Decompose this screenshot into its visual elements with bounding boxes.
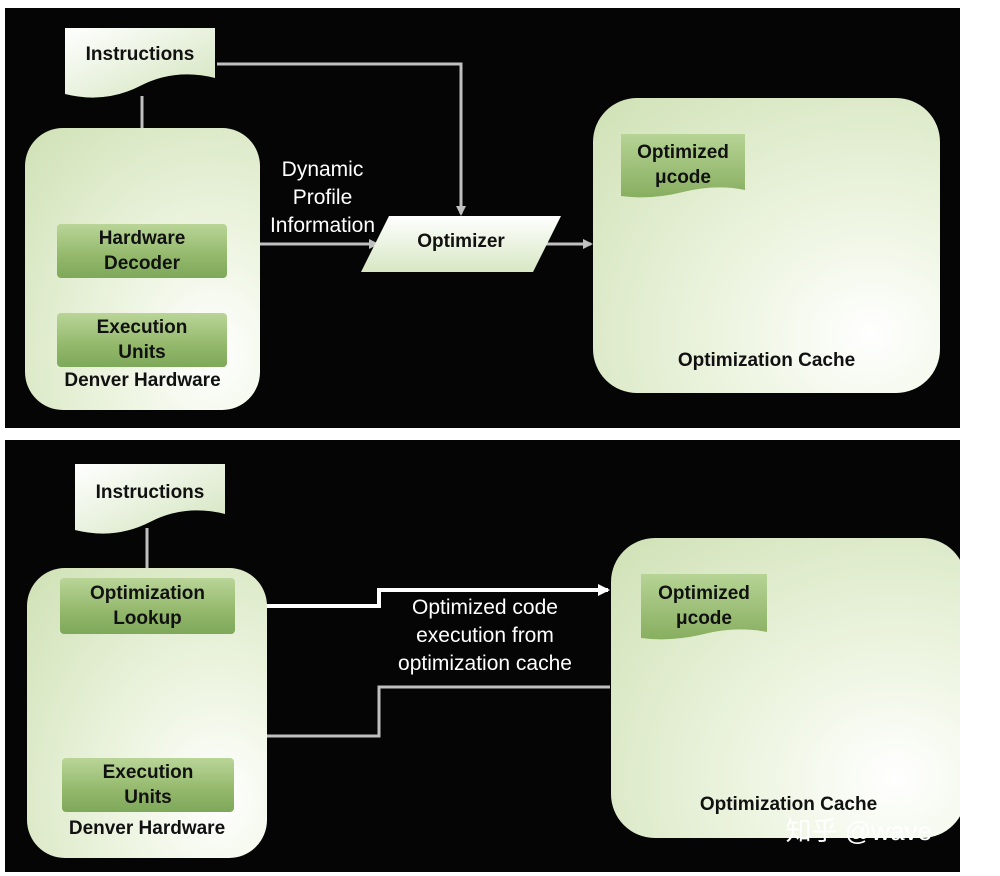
optimized-ucode-line2: μcode [676,608,732,629]
optimization-cache-label: Optimization Cache [699,794,878,815]
dynamic-profile-line1: Dynamic [281,158,364,181]
optimized-ucode-line1: Optimized [658,583,750,604]
optimized-ucode-line2: μcode [655,167,711,188]
execution-units-line2: Units [118,342,166,363]
hardware-decoder-line1: Hardware [98,228,186,249]
optimization-lookup-line1: Optimization [89,583,206,604]
document-shape [75,464,225,534]
optimizer-block: Optimizer [361,216,561,272]
instructions-label: Instructions [85,44,195,65]
instructions-document: Instructions [65,28,215,100]
execution-units-line1: Execution [102,762,194,783]
instructions-to-optimizer-arrow [217,62,466,216]
optimization-cache-label: Optimization Cache [677,350,856,371]
instructions-label: Instructions [95,482,205,503]
dynamic-profile-line2: Profile [292,186,353,209]
denver-hardware-label: Denver Hardware [64,370,221,391]
execution-units-line2: Units [124,787,172,808]
optimized-ucode-label: Optimized μcode [641,581,767,631]
ucode-document-shape [641,574,767,640]
optimizer-shape [361,216,561,272]
instructions-document: Instructions [75,464,225,534]
flow-label: Optimized code execution from optimizati… [380,594,590,678]
flow-label-line1: Optimized code [412,596,558,619]
optimized-ucode-block: Optimized μcode [641,574,767,648]
dynamic-profile-line3: Information [269,214,376,237]
optimized-ucode-line1: Optimized [637,142,729,163]
document-shape [65,28,215,98]
flow-label-line3: optimization cache [398,652,572,675]
ucode-document-shape [621,134,745,198]
flow-label-line2: execution from [416,624,554,647]
hardware-decoder-line2: Decoder [103,253,180,274]
optimized-ucode-label: Optimized μcode [621,140,745,190]
optimization-lookup-line2: Lookup [113,608,182,629]
watermark: 知乎 @wave [785,816,932,846]
lookup-to-cache-arrow [233,584,610,608]
dynamic-profile-label: Dynamic Profile Information [255,156,390,240]
execution-units-line1: Execution [96,317,188,338]
optimized-ucode-block: Optimized μcode [621,134,745,206]
optimizer-label: Optimizer [417,231,505,252]
denver-hardware-label: Denver Hardware [68,818,226,839]
